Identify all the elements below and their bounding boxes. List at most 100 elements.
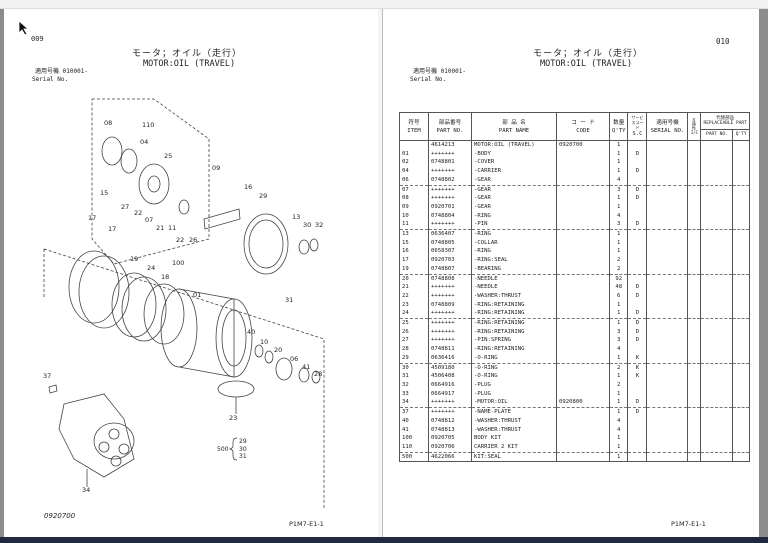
cell-ic — [687, 300, 702, 310]
cell-rep-qty — [732, 327, 750, 337]
serial-label-jp: 適用号機 — [35, 68, 60, 75]
callout-20: 20 — [274, 346, 283, 354]
left-scrollbar[interactable] — [0, 9, 4, 537]
cell-part-name: -WASHER:THRUST — [471, 291, 557, 301]
cell-rep-qty — [732, 167, 750, 176]
th-qty: Q'TY — [612, 127, 626, 134]
th-qty-jp: 数量 — [613, 119, 625, 126]
cell-part-no: +++++++ — [428, 407, 472, 417]
cell-part-name: -GEAR — [471, 202, 557, 212]
right-scrollbar[interactable] — [758, 9, 768, 537]
cell-item: 13 — [399, 229, 429, 239]
cell-sc: D — [627, 291, 648, 301]
cell-qty: 1 — [608, 149, 629, 159]
cell-item: 19 — [399, 264, 429, 275]
cell-sc — [627, 273, 648, 284]
cell-ic — [687, 425, 702, 435]
cell-code — [556, 309, 610, 319]
cell-ic — [687, 184, 702, 195]
cell-part-no: 0748809 — [428, 300, 472, 310]
cell-item: 10 — [399, 211, 429, 221]
cell-code — [556, 416, 610, 426]
cell-sc — [627, 247, 648, 257]
cell-item: 27 — [399, 336, 429, 346]
taskbar — [0, 537, 768, 543]
cell-item: 25 — [399, 318, 429, 328]
cell-item: 500 — [399, 451, 429, 463]
cell-qty: 1 — [608, 300, 629, 310]
cell-rep-qty — [732, 175, 750, 186]
cell-qty: 2 — [608, 362, 629, 373]
cell-code — [556, 434, 610, 443]
th-serial-jp: 適用号機 — [656, 119, 679, 126]
callout-22: 22 — [134, 209, 143, 217]
cell-code — [556, 194, 610, 203]
cell-serial — [646, 149, 689, 159]
callout-40: 40 — [247, 328, 256, 336]
callout-27: 27 — [121, 203, 130, 211]
cell-code — [556, 380, 610, 390]
cell-ic — [687, 309, 702, 319]
cell-code — [556, 211, 610, 221]
th-serial: SERIAL NO. — [650, 127, 685, 134]
cell-item: 28 — [399, 345, 429, 354]
cell-code — [556, 327, 610, 337]
cell-sc: D — [627, 184, 648, 195]
cell-sc — [627, 416, 648, 426]
diagram-code: 0920700 — [44, 512, 76, 520]
cell-serial — [646, 194, 689, 203]
cell-part-no: +++++++ — [428, 167, 472, 176]
cell-qty: 1 — [608, 407, 629, 417]
cell-qty: 1 — [608, 247, 629, 257]
th-sc: S.C — [632, 131, 643, 137]
cell-item: 07 — [399, 184, 429, 195]
cell-ic — [687, 167, 702, 176]
cell-ic — [687, 318, 702, 328]
cell-ic — [687, 175, 702, 186]
cell-serial — [646, 434, 689, 443]
callout-11: 11 — [168, 224, 177, 232]
cell-item: 33 — [399, 389, 429, 399]
cell-rep-qty — [732, 345, 750, 354]
callout-22b: 22 — [176, 236, 185, 244]
cell-part-no: 0658307 — [428, 247, 472, 257]
callout-23: 23 — [229, 414, 238, 422]
cell-item: 11 — [399, 220, 429, 230]
cell-qty: 1 — [608, 238, 629, 248]
cell-rep-qty — [732, 264, 750, 275]
serial-label-en: Serial No. — [410, 76, 447, 83]
cell-rep-qty — [732, 372, 750, 381]
cell-ic — [687, 220, 702, 230]
cell-rep-part — [700, 398, 734, 408]
cell-sc — [627, 238, 648, 248]
cell-part-no: +++++++ — [428, 194, 472, 203]
cell-serial — [646, 158, 689, 168]
cell-serial — [646, 175, 689, 186]
cell-part-no: 0920701 — [428, 202, 472, 212]
cell-sc — [627, 425, 648, 435]
cell-item: 01 — [399, 149, 429, 159]
cell-serial — [646, 416, 689, 426]
cell-sc: D — [627, 336, 648, 346]
cell-part-name: -GEAR — [471, 175, 557, 186]
cell-qty: 1 — [608, 167, 629, 176]
cell-rep-qty — [732, 291, 750, 301]
cell-serial — [646, 167, 689, 176]
cell-rep-qty — [732, 238, 750, 248]
cell-item: 08 — [399, 194, 429, 203]
cell-qty: 3 — [608, 220, 629, 230]
cell-ic — [687, 336, 702, 346]
callout-01: 01 — [193, 291, 202, 299]
cell-item: 06 — [399, 175, 429, 186]
